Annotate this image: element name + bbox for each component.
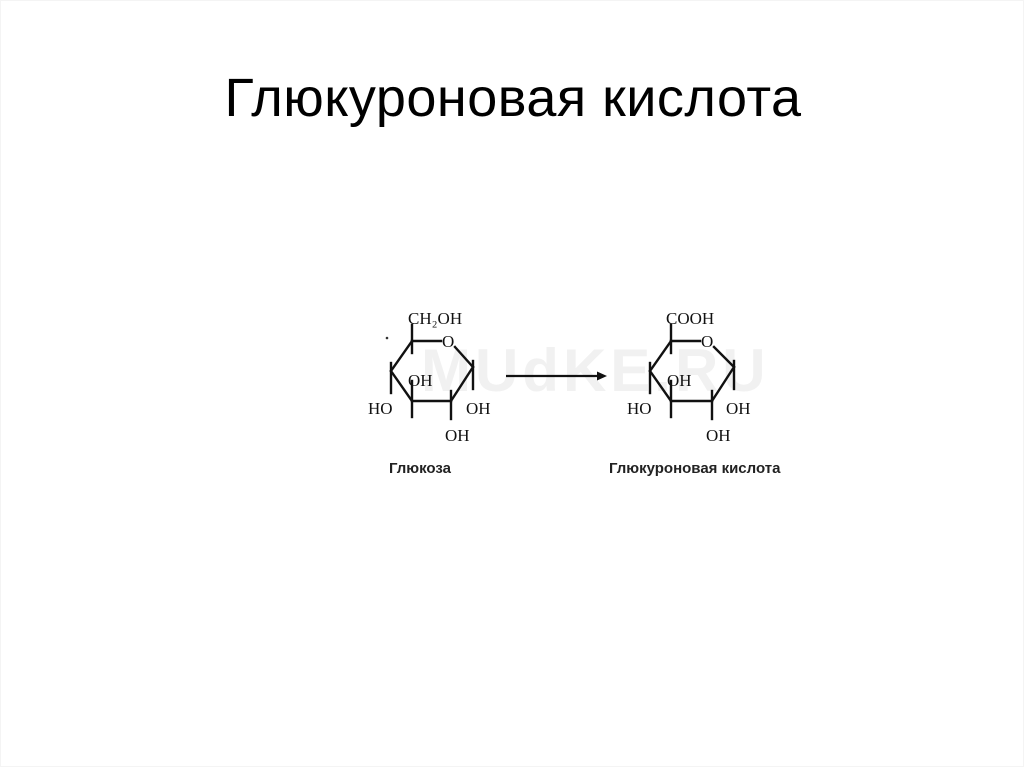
right-arrow-icon (506, 371, 607, 381)
glucuronic-c2-oh: OH (706, 426, 731, 445)
reaction-diagram: CH₂OH O OH HO OH OH Глюкоза (368, 309, 781, 477)
watermark: MUdKE.RU (421, 337, 770, 404)
glucuronic-ring-oxygen: O (701, 332, 713, 351)
glucose-c3-oh: OH (408, 371, 433, 390)
glucuronic-c4-ho: HO (627, 399, 652, 418)
glucose-caption: Глюкоза (389, 460, 452, 477)
glucose-ring-oxygen: O (442, 332, 454, 351)
glucuronic-acid-structure (648, 323, 736, 421)
speck-dot (385, 336, 389, 340)
glucuronic-c6-label: COOH (666, 309, 714, 328)
glucose-c6-label: CH₂OH (408, 309, 462, 328)
glucuronic-c1-oh: OH (726, 399, 751, 418)
slide-title: Глюкуроновая кислота (224, 68, 802, 128)
glucuronic-c3-oh: OH (667, 371, 692, 390)
reaction-figure: MUdKE.RU (351, 291, 831, 501)
glucose-c4-ho: HO (368, 399, 393, 418)
glucose-c1-oh: OH (466, 399, 491, 418)
glucose-c2-oh: OH (445, 426, 470, 445)
glucuronic-caption: Глюкуроновая кислота (609, 460, 781, 477)
glucose-structure (389, 323, 475, 421)
